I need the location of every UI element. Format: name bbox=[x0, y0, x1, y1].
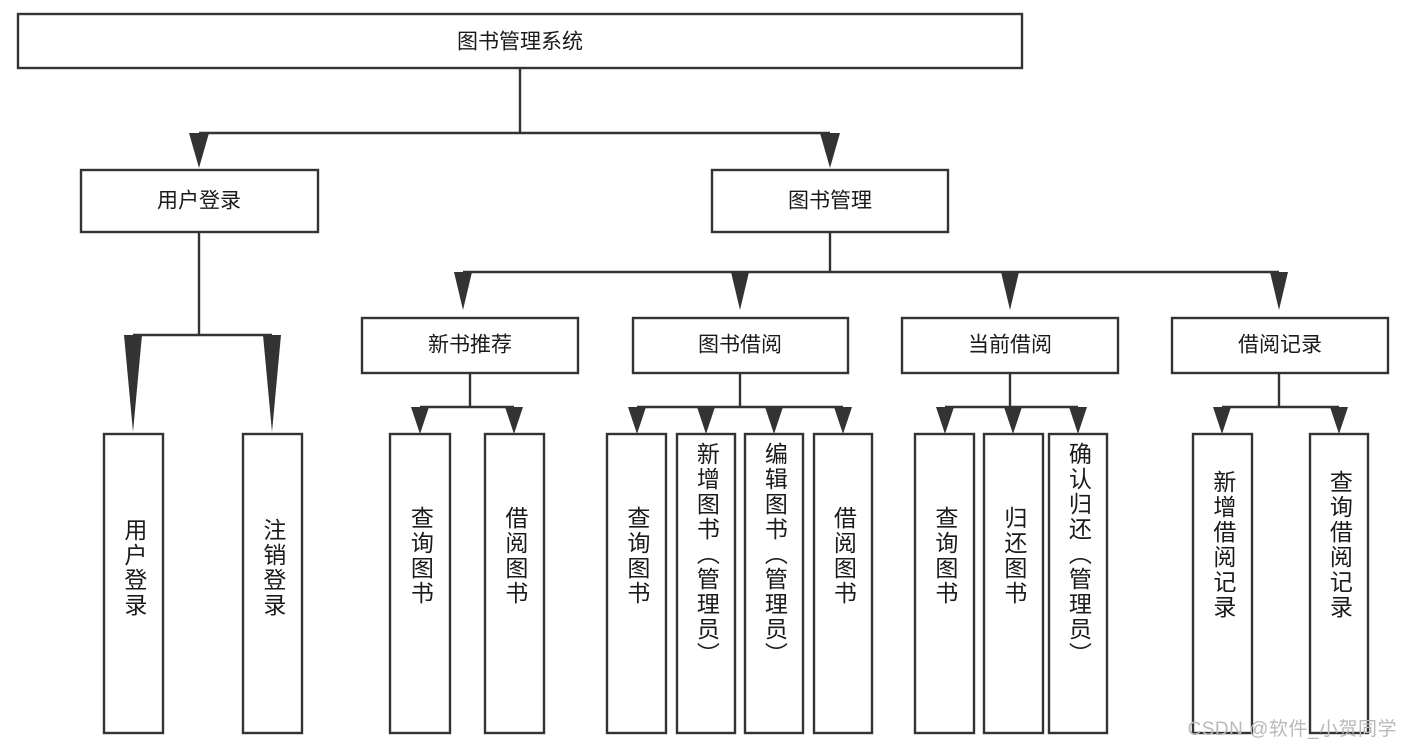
arrow-head-leaf-query-book-1 bbox=[411, 407, 429, 434]
arrow-head-leaf-add-book bbox=[697, 407, 715, 434]
watermark: CSDN @软件_小贺同学 bbox=[1187, 719, 1397, 740]
node-borrow-record-rect[interactable] bbox=[1170, 316, 1390, 375]
node-book-manage-label: 图书管理 bbox=[788, 190, 872, 213]
leaf-return-book-rect[interactable] bbox=[982, 432, 1045, 735]
node-root-label: 图书管理系统 bbox=[457, 31, 583, 54]
leaf-add-book-rect[interactable] bbox=[675, 432, 737, 735]
node-root[interactable]: 图书管理系统 bbox=[16, 12, 1024, 70]
leaf-query-book-1-rect[interactable] bbox=[388, 432, 452, 735]
connectors-user-login-children bbox=[124, 232, 281, 432]
node-new-book-rec[interactable]: 新书推荐 bbox=[360, 316, 580, 375]
node-new-book-rec-rect[interactable] bbox=[360, 316, 580, 375]
leaf-query-book-2-rect[interactable] bbox=[605, 432, 668, 735]
connectors-book-borrow-children bbox=[628, 373, 852, 434]
arrow-head-leaf-return-book bbox=[1004, 407, 1022, 434]
arrow-head-leaf-query-record bbox=[1330, 407, 1348, 434]
arrow-head-new-book-rec bbox=[454, 272, 472, 310]
connectors-book-manage-children bbox=[454, 232, 1288, 310]
node-root-rect[interactable] bbox=[16, 12, 1024, 70]
node-user-login[interactable]: 用户登录 bbox=[79, 168, 320, 234]
node-book-borrow-label: 图书借阅 bbox=[698, 334, 782, 357]
arrow-head-book-manage bbox=[820, 133, 840, 168]
leaf-boxes bbox=[102, 432, 1370, 735]
node-user-login-rect[interactable] bbox=[79, 168, 320, 234]
arrow-head-current-borrow bbox=[1001, 272, 1019, 310]
arrow-head-leaf-edit-book bbox=[765, 407, 783, 434]
connectors-new-book-rec-children bbox=[411, 373, 523, 434]
node-book-borrow-rect[interactable] bbox=[631, 316, 850, 375]
connectors-borrow-record-children bbox=[1213, 373, 1348, 434]
arrow-head-book-borrow bbox=[731, 272, 749, 310]
leaf-user-login-rect[interactable] bbox=[102, 432, 165, 735]
node-book-manage[interactable]: 图书管理 bbox=[710, 168, 950, 234]
arrow-head-leaf-add-record bbox=[1213, 407, 1231, 434]
arrow-head-borrow-record bbox=[1270, 272, 1288, 310]
arrow-head-leaf-query-book-3 bbox=[936, 407, 954, 434]
connectors-current-borrow-children bbox=[936, 373, 1087, 434]
leaf-query-book-3-rect[interactable] bbox=[913, 432, 976, 735]
node-book-manage-rect[interactable] bbox=[710, 168, 950, 234]
node-current-borrow-label: 当前借阅 bbox=[968, 334, 1052, 357]
node-borrow-record[interactable]: 借阅记录 bbox=[1170, 316, 1390, 375]
arrow-head-leaf-query-book-2 bbox=[628, 407, 646, 434]
arrow-head-user-login bbox=[189, 133, 209, 168]
arrow-head-leaf-borrow-book-2 bbox=[834, 407, 852, 434]
leaf-edit-book-rect[interactable] bbox=[743, 432, 805, 735]
node-current-borrow-rect[interactable] bbox=[900, 316, 1120, 375]
arrow-head-leaf-confirm-return bbox=[1069, 407, 1087, 434]
node-new-book-rec-label: 新书推荐 bbox=[428, 334, 512, 357]
leaf-borrow-book-2-rect[interactable] bbox=[812, 432, 874, 735]
node-borrow-record-label: 借阅记录 bbox=[1238, 334, 1322, 357]
leaf-query-record-rect[interactable] bbox=[1308, 432, 1370, 735]
node-user-login-label: 用户登录 bbox=[157, 190, 241, 213]
arrow-head-leaf-borrow-book-1 bbox=[505, 407, 523, 434]
leaf-borrow-book-1-rect[interactable] bbox=[483, 432, 546, 735]
leaf-add-record-rect[interactable] bbox=[1191, 432, 1254, 735]
node-current-borrow[interactable]: 当前借阅 bbox=[900, 316, 1120, 375]
leaf-logout-rect[interactable] bbox=[241, 432, 304, 735]
node-book-borrow[interactable]: 图书借阅 bbox=[631, 316, 850, 375]
connectors-root-level bbox=[189, 68, 840, 168]
leaf-confirm-return-rect[interactable] bbox=[1047, 432, 1109, 735]
